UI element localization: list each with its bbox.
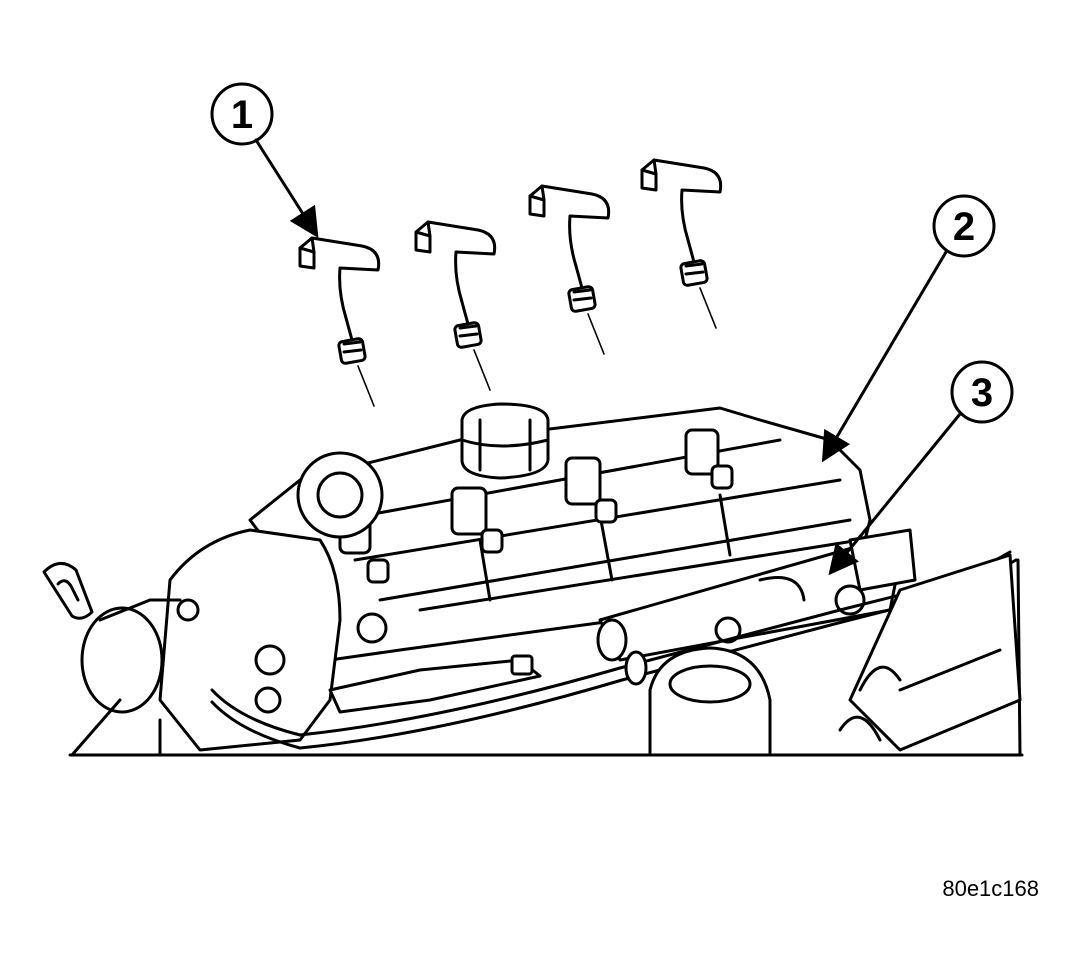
callout-2-circle [932, 194, 996, 258]
front-housing [158, 528, 342, 752]
callout-3-group: 3 [828, 360, 1014, 576]
callout-1-group: 1 [210, 82, 319, 239]
callout-2-group: 2 [821, 194, 996, 463]
callout-1-arrow [254, 138, 319, 239]
injector-line-4 [640, 158, 723, 330]
injector-line-1 [298, 236, 381, 408]
fuel-supply-tube [210, 550, 1012, 737]
callout-3-circle [950, 360, 1014, 424]
oil-fill-cap [460, 402, 550, 480]
intake-manifold [848, 553, 1022, 752]
engine-assembly [42, 402, 1024, 757]
cam-pulley [296, 451, 384, 539]
injector-line-3 [528, 184, 611, 356]
injector-line-2 [414, 220, 497, 392]
injector-line-group [298, 158, 723, 408]
callout-3-number: 3 [971, 371, 993, 415]
front-pulley [80, 606, 164, 714]
callout-1-circle [210, 82, 274, 146]
callout-1-number: 1 [231, 93, 253, 137]
callout-3-arrow [828, 412, 962, 576]
figure-code: 80e1c168 [942, 876, 1039, 901]
dipstick-handle [42, 562, 94, 620]
callout-2-number: 2 [953, 205, 975, 249]
callout-2-arrow [821, 250, 948, 463]
